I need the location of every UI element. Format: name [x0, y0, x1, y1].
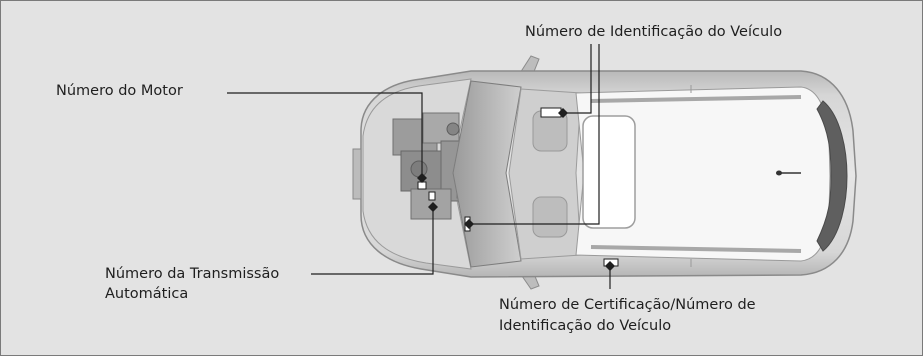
label-cert-line2: Identificação do Veículo — [499, 318, 672, 334]
label-engine-number: Número do Motor — [56, 83, 183, 99]
label-vin-top: Número de Identificação do Veículo — [525, 24, 783, 40]
label-transmission-line1: Número da Transmissão — [105, 266, 280, 282]
front-bumper — [352, 148, 362, 200]
roof-rail-right — [590, 245, 802, 253]
label-cert-line1: Número de Certificação/Número de — [499, 297, 756, 313]
rear-window — [816, 100, 848, 252]
leader-motor — [227, 92, 423, 183]
leader-vin-windshield — [469, 44, 600, 225]
leader-vin-top — [563, 44, 592, 114]
leader-transmission — [311, 207, 434, 275]
sunroof — [582, 115, 636, 229]
roof-rail-left — [590, 95, 802, 103]
label-transmission-line2: Automática — [105, 286, 189, 302]
